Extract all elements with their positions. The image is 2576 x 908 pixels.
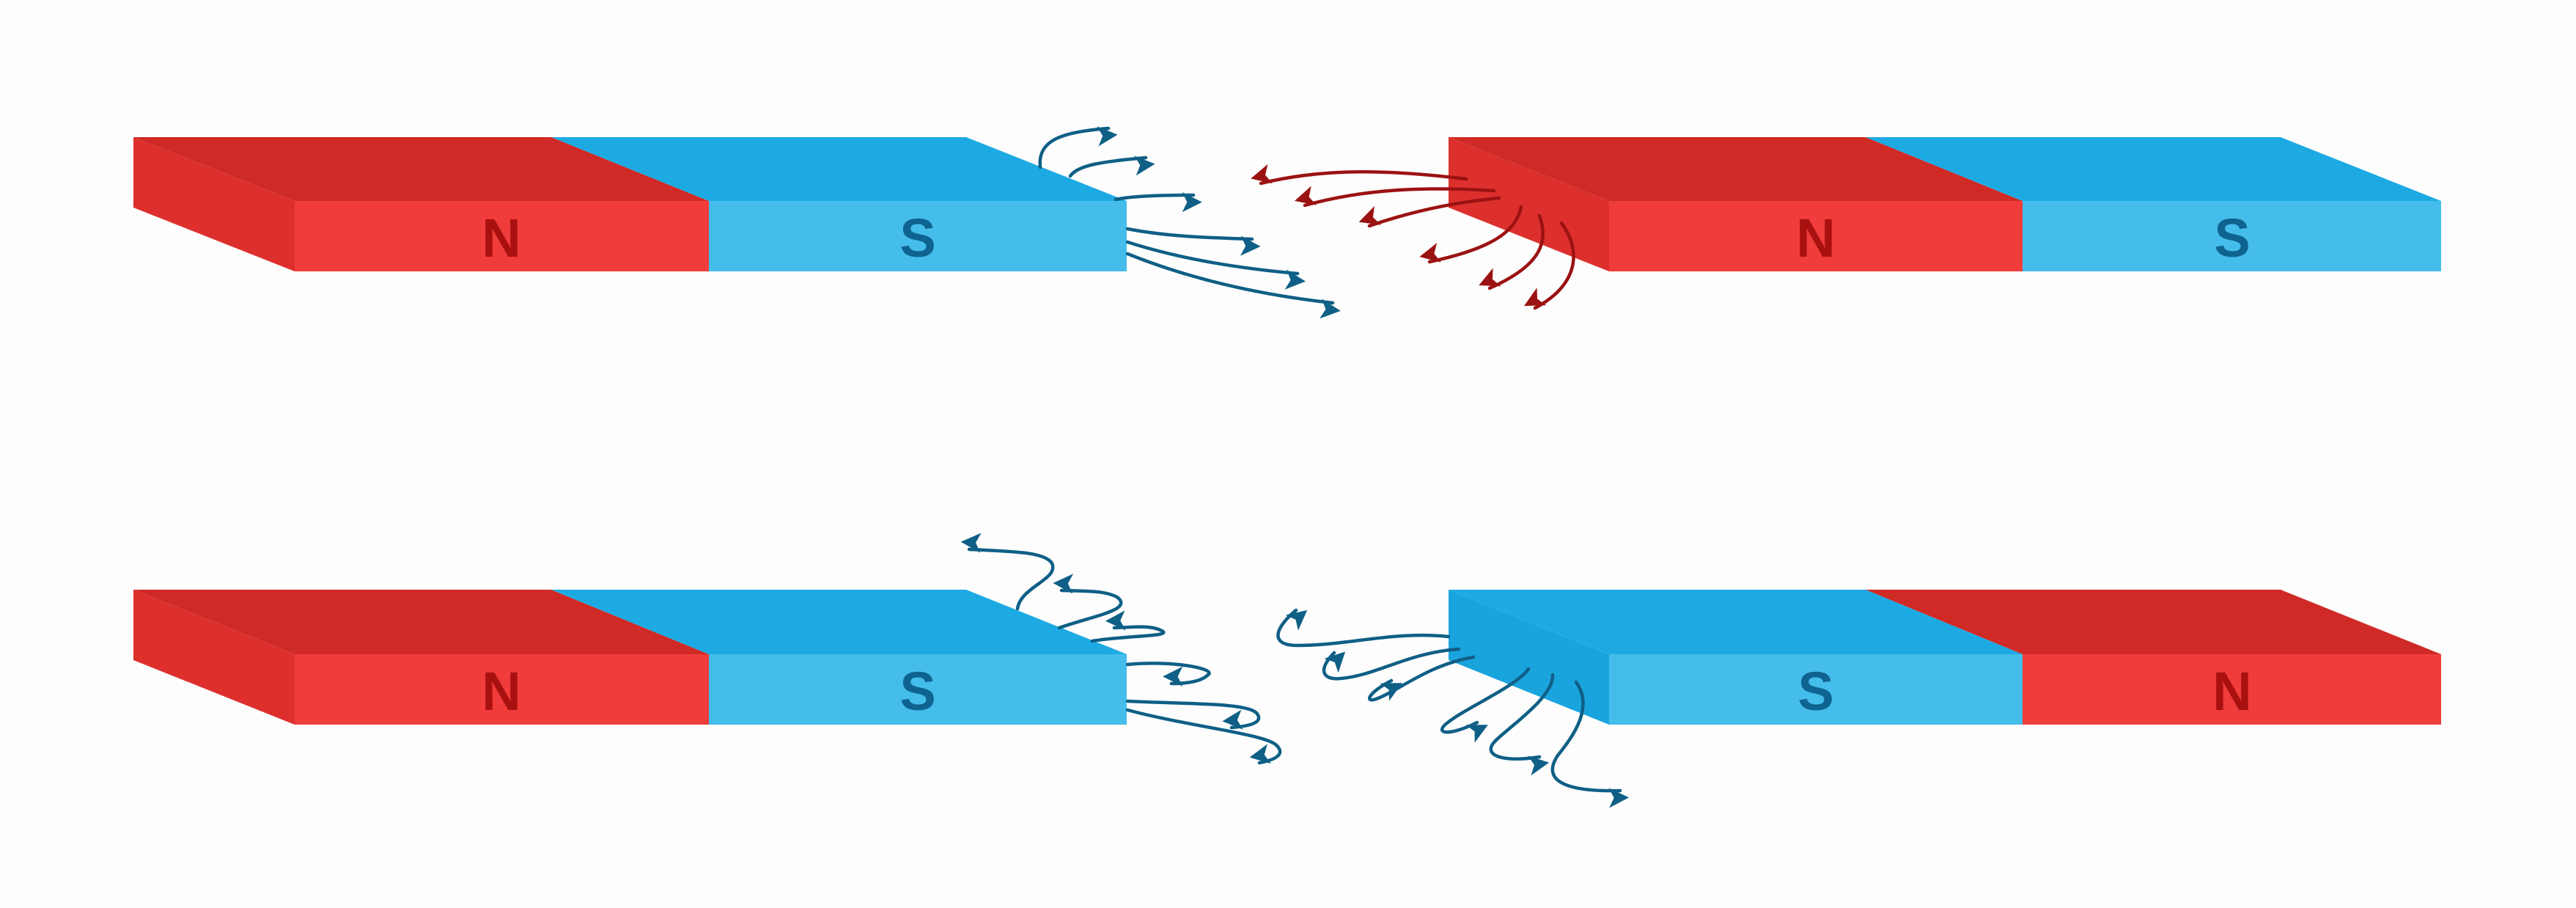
field-line-arrow xyxy=(1114,192,1202,213)
field-line-arrow xyxy=(1125,227,1261,256)
magnet-north-front-face xyxy=(2023,654,2441,725)
magnet-north-top-face xyxy=(133,137,709,201)
north-pole-label: N xyxy=(482,661,520,722)
field-line-arrow xyxy=(1440,667,1531,743)
north-pole-label: N xyxy=(2212,661,2251,722)
field-line-arrow xyxy=(1322,647,1461,681)
field-line-arrow xyxy=(1479,213,1545,290)
magnet-left-end-face xyxy=(133,590,295,725)
south-pole-label: S xyxy=(899,208,935,268)
magnet-top-right: N S xyxy=(1449,137,2441,271)
south-pole-label: S xyxy=(2214,208,2250,268)
magnet-north-front-face xyxy=(295,201,709,271)
field-lines-south-outgoing xyxy=(1038,126,1341,319)
magnet-south-top-face xyxy=(1449,590,2023,654)
field-line-arrow xyxy=(1038,126,1118,169)
field-lines-left-repel xyxy=(960,532,1282,765)
field-line-arrow xyxy=(1295,186,1496,208)
field-line-arrow xyxy=(1125,708,1282,765)
magnet-south-front-face xyxy=(2023,201,2441,271)
field-line-arrow xyxy=(1053,574,1123,630)
magnet-south-top-face xyxy=(551,137,1127,201)
magnet-north-front-face xyxy=(295,654,709,725)
magnet-south-front-face xyxy=(709,654,1127,725)
magnet-south-front-face xyxy=(1609,654,2023,725)
field-line-arrow xyxy=(1276,608,1451,648)
field-lines-right-repel xyxy=(1276,608,1630,808)
field-lines-north-incoming xyxy=(1251,164,1575,310)
south-pole-label: S xyxy=(1797,661,1833,722)
field-line-arrow xyxy=(1125,699,1261,730)
field-line-arrow xyxy=(1419,205,1523,264)
north-pole-label: N xyxy=(482,208,520,268)
magnet-north-top-face xyxy=(1449,137,2023,201)
south-pole-label: S xyxy=(899,661,935,722)
field-line-arrow xyxy=(1125,252,1341,319)
field-line-arrow xyxy=(1358,196,1501,228)
magnet-south-top-face xyxy=(1866,137,2441,201)
magnet-north-front-face xyxy=(1609,201,2023,271)
magnet-north-top-face xyxy=(1866,590,2441,654)
field-line-arrow xyxy=(1550,680,1630,808)
repulsion-scene: N S S N xyxy=(133,532,2441,808)
field-line-arrow xyxy=(1524,221,1575,310)
magnet-left-end-face xyxy=(1449,590,1609,725)
magnet-top-left: N S xyxy=(133,137,1127,271)
north-pole-label: N xyxy=(1796,208,1835,268)
magnet-bottom-right: S N xyxy=(1449,590,2441,725)
field-line-arrow xyxy=(1251,164,1468,186)
field-line-arrow xyxy=(1489,673,1555,776)
field-line-arrow xyxy=(1090,610,1166,643)
field-line-arrow xyxy=(1125,240,1306,290)
field-line-arrow xyxy=(1068,155,1155,178)
field-line-arrow xyxy=(1368,655,1476,702)
magnet-south-top-face xyxy=(551,590,1127,654)
field-line-arrow xyxy=(960,532,1055,611)
magnet-left-end-face xyxy=(133,137,295,271)
attraction-scene: N S N S xyxy=(133,126,2441,319)
magnet-bottom-left: N S xyxy=(133,590,1127,725)
field-line-arrow xyxy=(1125,662,1211,687)
magnet-south-front-face xyxy=(709,201,1127,271)
magnet-north-top-face xyxy=(133,590,709,654)
